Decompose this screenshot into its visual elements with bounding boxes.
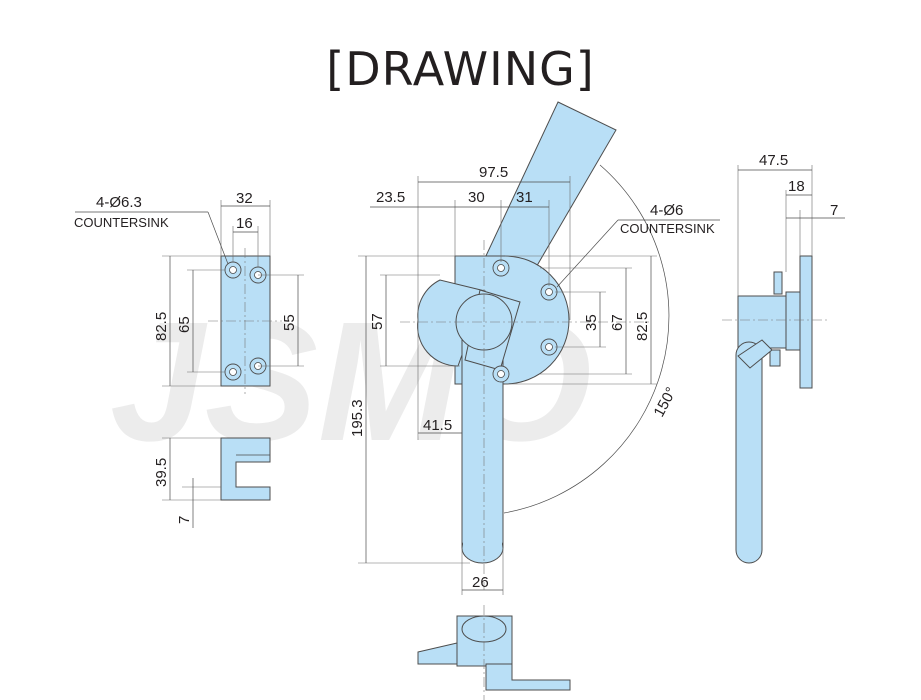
dim-offset-b: 30 [468,189,485,206]
note-left-countersink: COUNTERSINK [74,215,169,230]
note-center-countersink: COUNTERSINK [620,221,715,236]
page-title: [DRAWING] [326,42,595,96]
left-side-profile [162,437,271,528]
right-side-view [722,165,845,564]
center-lock-front-view [400,101,650,590]
dim-overall-width: 97.5 [479,164,508,181]
dim-offset-c: 31 [516,189,533,206]
dim-body-height-b: 67 [609,314,626,331]
dim-left-width: 32 [236,190,253,207]
dim-offset-a: 23.5 [376,189,405,206]
dim-left-side-thickness: 7 [176,516,193,524]
bottom-top-view [417,605,571,700]
dim-hole-pitch-v: 35 [583,314,600,331]
dim-side-depth: 47.5 [759,152,788,169]
dim-left-height: 82.5 [153,312,170,341]
note-left-holes: 4-Ø6.3 [96,194,142,211]
dim-side-thickness: 7 [830,202,838,219]
dim-left-hole-spacing: 16 [236,215,253,232]
note-center-holes: 4-Ø6 [650,202,683,219]
dim-overall-height: 195.3 [349,399,366,437]
dim-handle-offset: 41.5 [423,417,452,434]
dim-body-height: 57 [369,313,386,330]
dim-body-height-c: 82.5 [634,312,651,341]
dim-left-hole-pitch: 55 [281,314,298,331]
dim-handle-dia: 26 [472,574,489,591]
dim-side-plate: 18 [788,178,805,195]
center-dimensions [358,164,720,595]
dim-left-inner: 65 [176,316,193,333]
left-dimensions [75,200,304,387]
dim-left-side-height: 39.5 [153,458,170,487]
